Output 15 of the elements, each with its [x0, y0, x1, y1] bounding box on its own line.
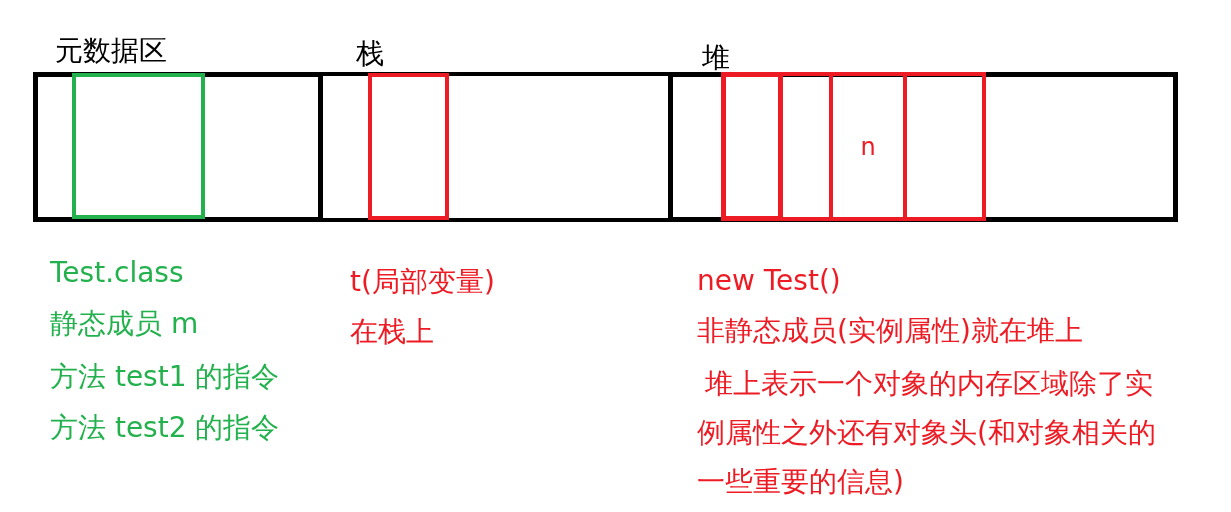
field-label: n	[859, 131, 877, 162]
annotation-text: Test.class	[50, 255, 185, 291]
memory-block	[368, 73, 449, 220]
annotation-text: 在栈上	[350, 314, 435, 350]
annotation-text: 堆上表示一个对象的内存区域除了实例属性之外还有对象头(和对象相关的一些重要的信息)	[697, 366, 1157, 500]
annotation-text: 非静态成员(实例属性)就在堆上	[697, 313, 1084, 349]
memory-block	[72, 73, 205, 219]
annotation-text: new Test()	[697, 263, 842, 299]
annotation-text: 方法 test2 的指令	[50, 410, 281, 446]
section-heading: 元数据区	[55, 34, 167, 68]
section-heading: 堆	[702, 41, 730, 75]
annotation-text: 方法 test1 的指令	[50, 359, 281, 395]
annotation-text: t(局部变量)	[350, 264, 496, 300]
section-heading: 栈	[356, 37, 384, 71]
annotation-text: 静态成员 m	[50, 306, 200, 342]
